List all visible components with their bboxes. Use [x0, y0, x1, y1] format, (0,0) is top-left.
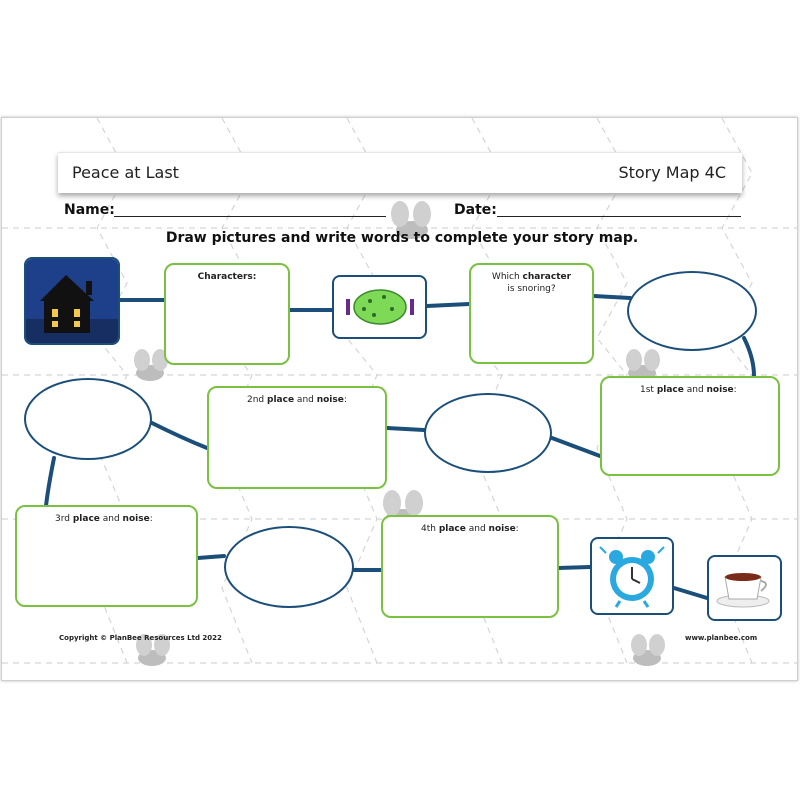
teacup-icon: [707, 555, 782, 621]
fourth-place-box[interactable]: 4th place and noise:: [381, 515, 559, 618]
copyright-text: Copyright © PlanBee Resources Ltd 2022: [59, 634, 222, 642]
worksheet-code: Story Map 4C: [618, 163, 726, 182]
worksheet-title: Peace at Last: [72, 163, 179, 182]
story-ellipse-4[interactable]: [224, 526, 354, 608]
second-place-box[interactable]: 2nd place and noise:: [207, 386, 387, 489]
worksheet: Peace at Last Story Map 4C Name: Date: D…: [1, 117, 798, 681]
third-place-box[interactable]: 3rd place and noise:: [15, 505, 198, 607]
characters-caption: Characters:: [197, 272, 257, 282]
characters-box[interactable]: Characters:: [164, 263, 290, 365]
story-ellipse-2[interactable]: [424, 393, 552, 473]
pillow-icon: [332, 275, 427, 339]
website-link[interactable]: www.planbee.com: [685, 634, 758, 642]
name-line[interactable]: [114, 216, 386, 217]
story-ellipse-3[interactable]: [24, 378, 152, 460]
snoring-character-box[interactable]: Which character is snoring?: [469, 263, 594, 364]
story-path: [44, 294, 756, 600]
alarm-clock-icon: [590, 537, 674, 615]
date-line[interactable]: [497, 216, 741, 217]
date-label: Date:: [454, 202, 497, 218]
house-icon: [24, 257, 120, 345]
header-banner: Peace at Last Story Map 4C: [58, 152, 742, 193]
name-label: Name:: [64, 202, 115, 218]
instruction-text: Draw pictures and write words to complet…: [165, 230, 639, 246]
first-place-box[interactable]: 1st place and noise:: [600, 376, 780, 476]
story-ellipse-1[interactable]: [627, 271, 757, 351]
